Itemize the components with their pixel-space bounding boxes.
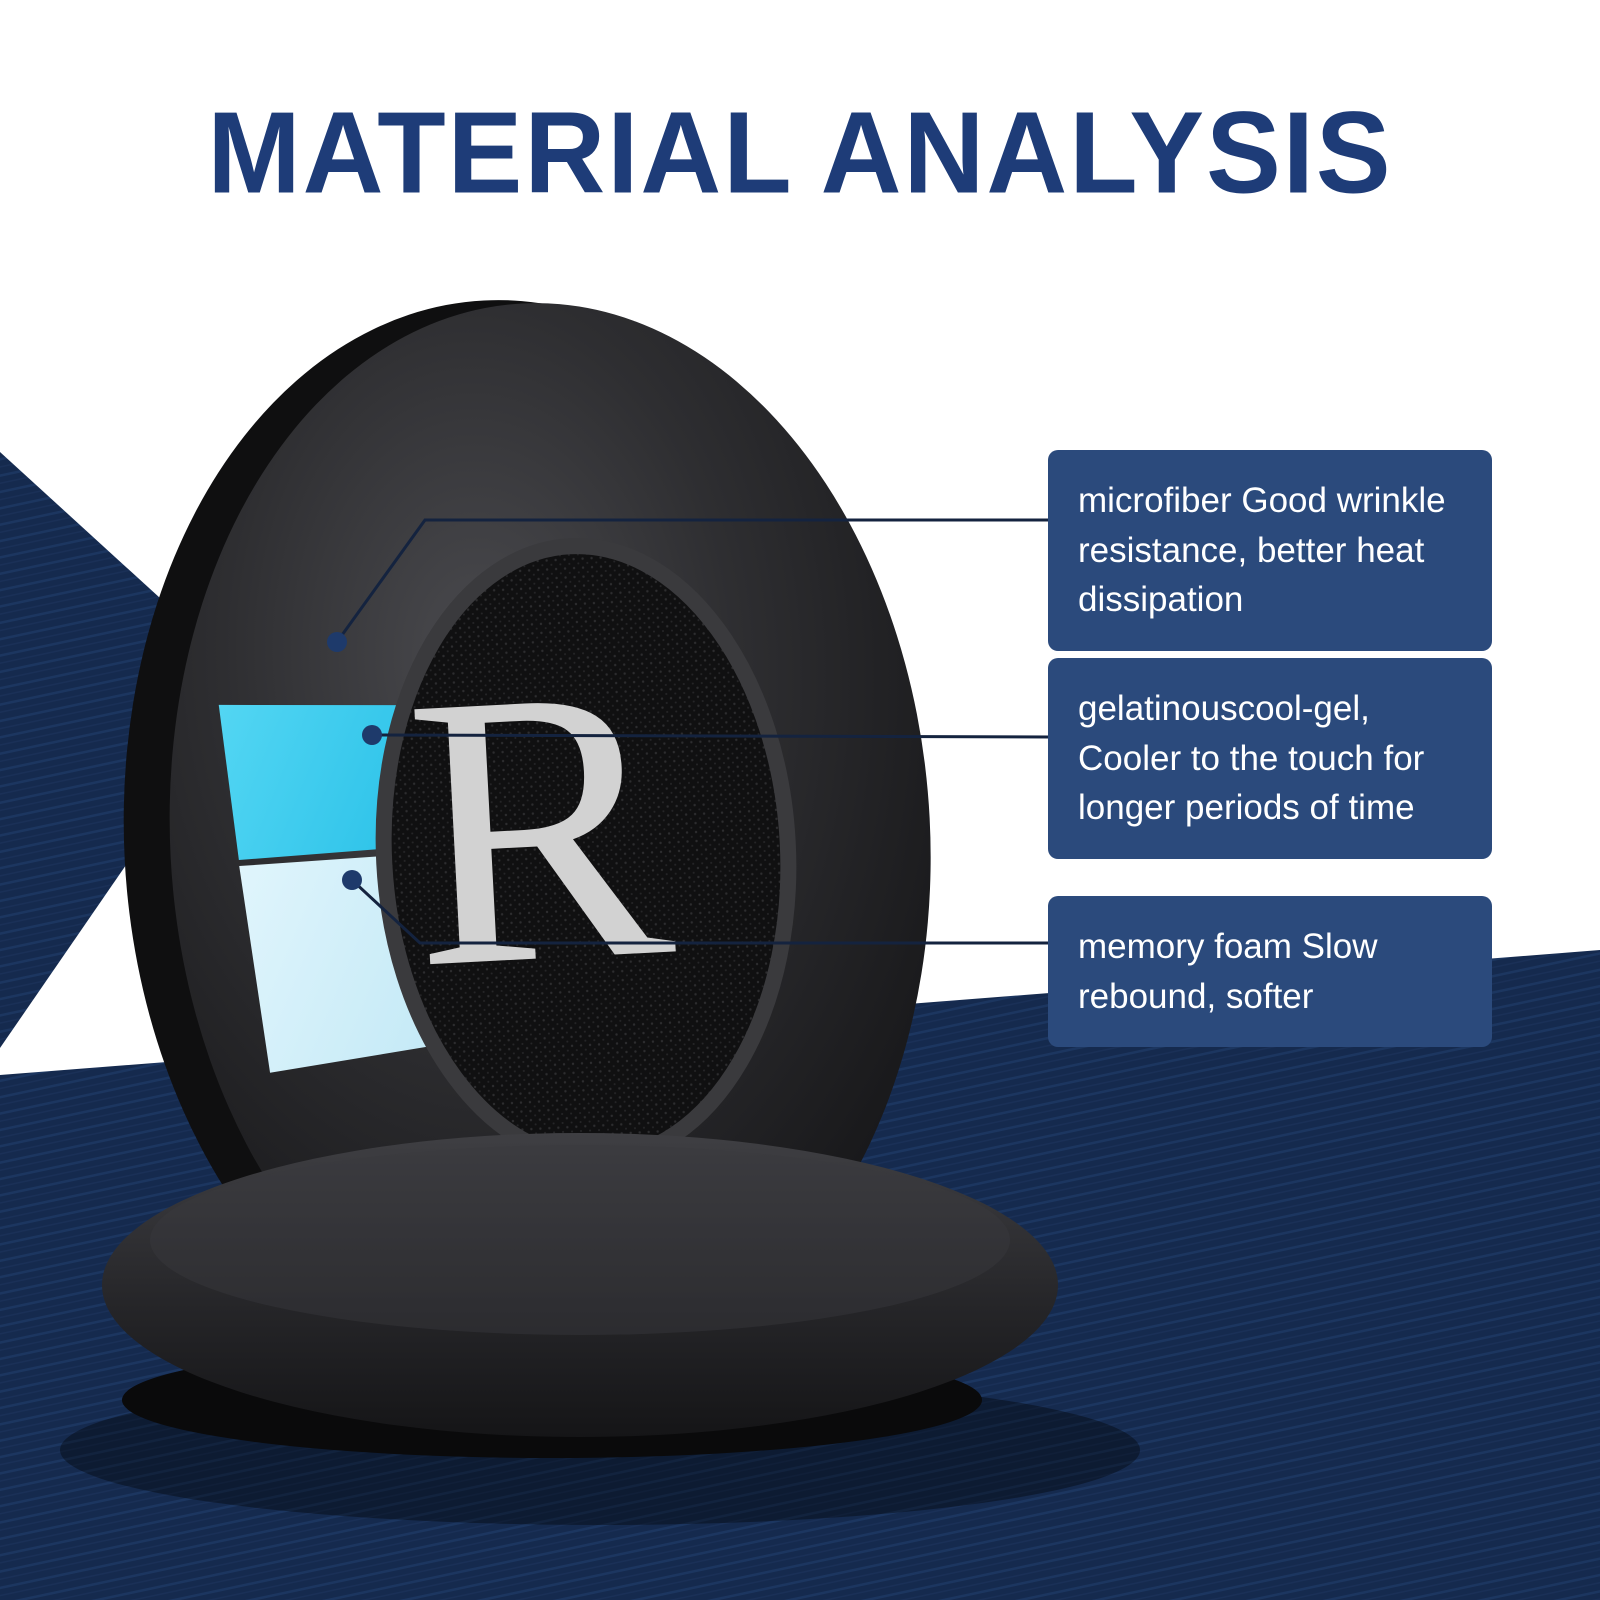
left-navy-wedge bbox=[0, 452, 252, 1048]
callout-text-foam: memory foam Slow rebound, softer bbox=[1078, 927, 1378, 1016]
callout-box-gel: gelatinouscool-gel, Cooler to the touch … bbox=[1048, 658, 1492, 860]
callout-box-foam: memory foam Slow rebound, softer bbox=[1048, 896, 1492, 1048]
page-title: MATERIAL ANALYSIS bbox=[207, 87, 1393, 218]
callout-line-microfiber bbox=[335, 518, 1050, 643]
callout-line-foam bbox=[350, 878, 1050, 945]
earpad-top-highlight bbox=[150, 1145, 1010, 1335]
right-ear-marker: R bbox=[398, 605, 682, 1050]
anchor-dot-gel bbox=[362, 725, 382, 745]
callout-connectors bbox=[335, 518, 1051, 945]
anchor-dot-foam bbox=[342, 870, 362, 890]
callout-box-microfiber: microfiber Good wrinkle resistance, bett… bbox=[1048, 450, 1492, 652]
callout-text-microfiber: microfiber Good wrinkle resistance, bett… bbox=[1078, 481, 1446, 620]
earpad-cushion-flat bbox=[102, 1133, 1058, 1437]
callout-text-gel: gelatinouscool-gel, Cooler to the touch … bbox=[1078, 689, 1425, 828]
anchor-dot-microfiber bbox=[327, 632, 347, 652]
lying-earpad bbox=[102, 1133, 1058, 1458]
callout-line-gel bbox=[371, 733, 1051, 739]
callout-anchor-dots bbox=[327, 632, 382, 890]
